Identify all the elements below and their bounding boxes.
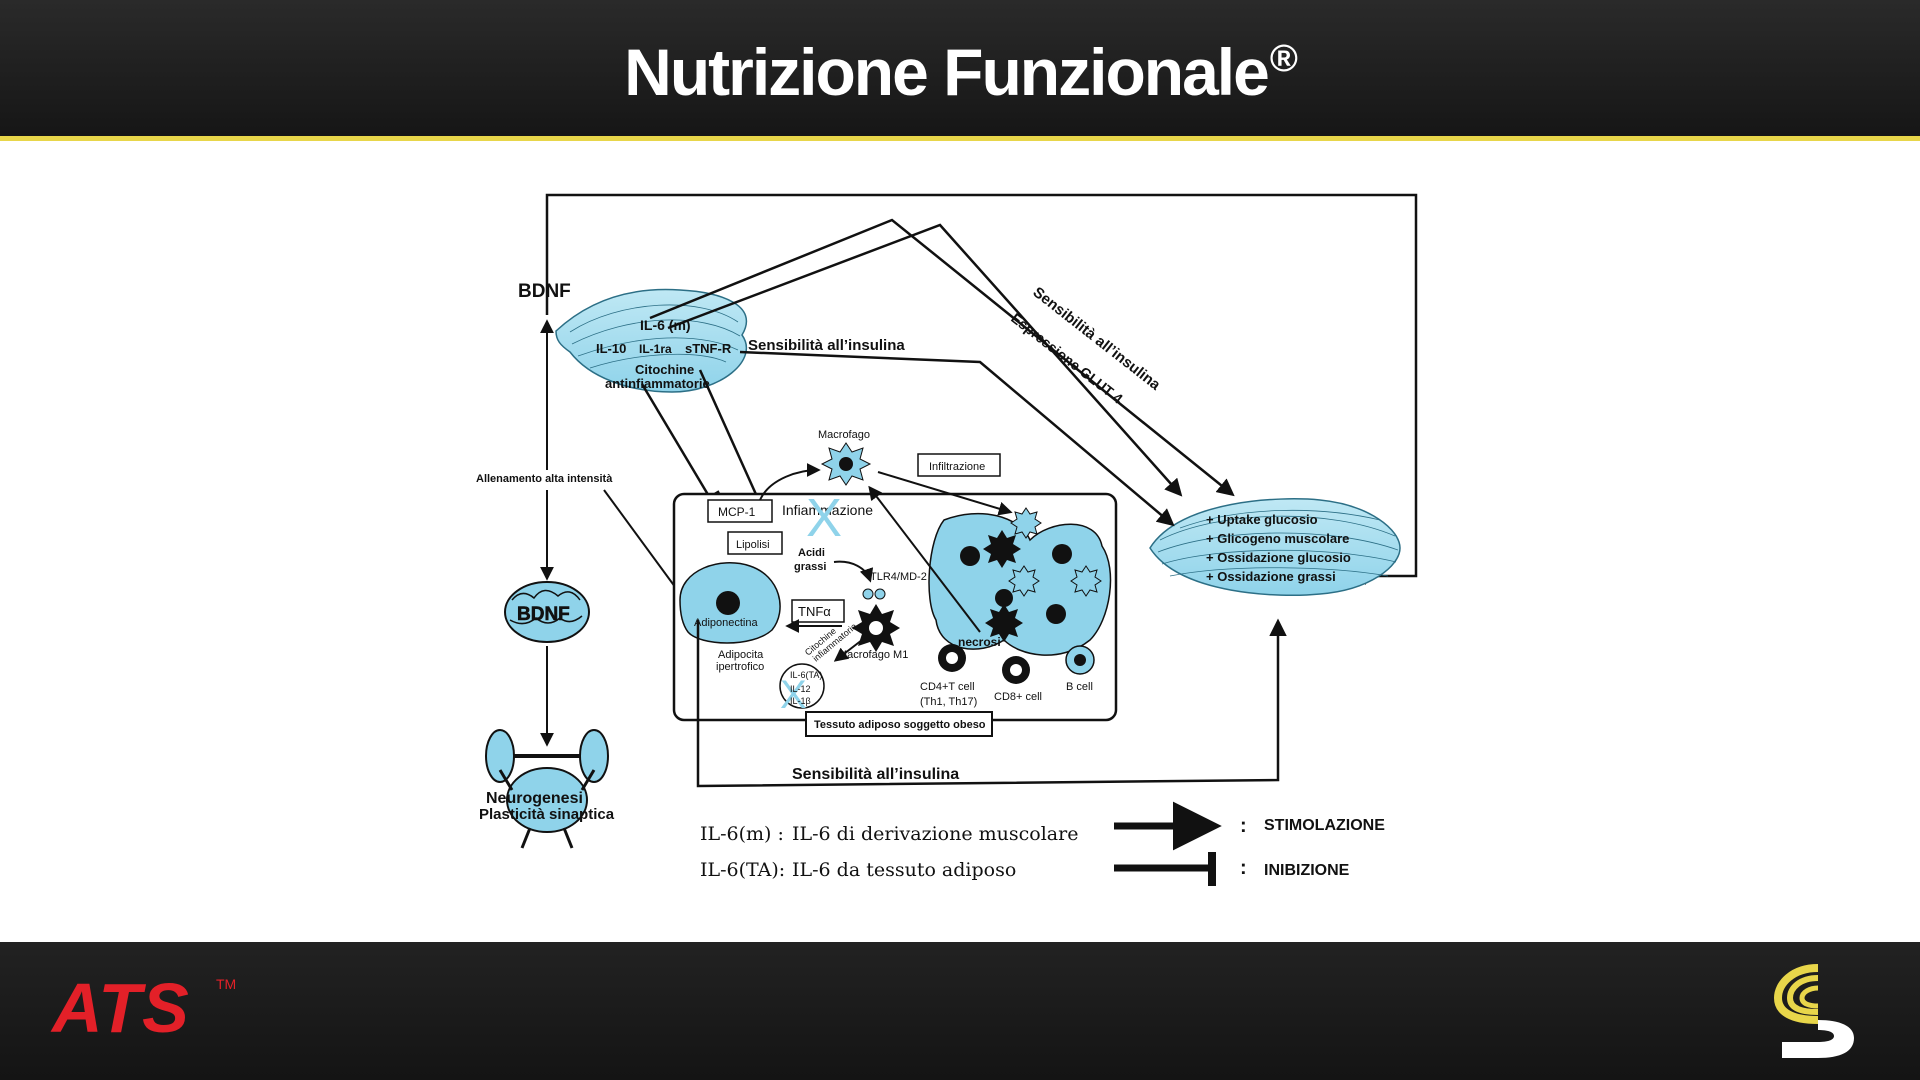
header-bar [0, 0, 1920, 136]
legend-stim-colon: : [1240, 815, 1247, 837]
adipocyte-cluster-shape [928, 507, 1112, 656]
fatty-acids-label-1: Acidi [798, 547, 825, 559]
il6m-label: IL-6 (m) [640, 317, 691, 333]
macrophage-label: Macrofago [818, 429, 870, 441]
il6ta-label: IL-6(TA) [790, 670, 822, 680]
legend-inhibition-label: INIBIZIONE [1264, 862, 1350, 879]
macrophage-m1-icon [852, 588, 900, 652]
ats-brand-logo: ATS [52, 969, 190, 1047]
muscle-effects-shape [1149, 498, 1401, 597]
cd4-label-1: CD4+T cell [920, 681, 975, 693]
bcell-label: B cell [1066, 681, 1093, 693]
infiltration-label: Infiltrazione [929, 461, 985, 473]
synaptic-plasticity-label: Plasticità sinaptica [479, 806, 615, 823]
feedback-loop-line [545, 193, 1418, 585]
cytokines-cross-icon: X [780, 673, 807, 717]
brain-icon [504, 581, 590, 643]
effect-glycogen: + Glicogeno muscolare [1206, 531, 1349, 546]
adipocyte-label-1: Adipocita [718, 649, 764, 661]
adipose-box-label: Tessuto adiposo soggetto obeso [814, 719, 986, 731]
legend-il6m-key: IL-6(m) : [700, 823, 784, 845]
effect-glucose-ox: + Ossidazione glucosio [1206, 550, 1351, 565]
tlr4-label: TLR4/MD-2 [870, 571, 927, 583]
macrophage-m1-label: Macrofago M1 [838, 649, 908, 661]
legend-stimulation-label: STIMOLAZIONE [1264, 817, 1385, 834]
bdnf-top-label: BDNF [518, 281, 571, 302]
neurogenesis-label: Neurogenesi [486, 790, 583, 807]
mcp1-label: MCP-1 [718, 505, 756, 519]
adipocyte-label-2: ipertrofico [716, 661, 764, 673]
il10-label: IL-10 [596, 341, 626, 356]
ats-trademark: TM [216, 976, 237, 992]
tnfa-label: TNFα [798, 604, 831, 619]
inflammation-cross-icon: X [806, 488, 842, 548]
effect-fat-ox: + Ossidazione grassi [1206, 569, 1336, 584]
header-accent-line [0, 136, 1920, 141]
weightlifter-brain-icon [485, 729, 609, 849]
page-title: Nutrizione Funzionale® [624, 35, 1298, 109]
cd8-label: CD8+ cell [994, 691, 1042, 703]
registered-mark: ® [1269, 38, 1298, 80]
bdnf-brain-label: BDNF [517, 604, 570, 625]
cytokines-line1: Citochine [635, 362, 694, 377]
insulin-sensitivity-bottom-label: Sensibilità all’insulina [792, 766, 959, 783]
legend-il6m-desc: IL-6 di derivazione muscolare [792, 823, 1078, 845]
cytokines-line2: antinfiammatorie [605, 376, 710, 391]
il12-label: IL-12 [790, 684, 811, 694]
legend-il6ta-desc: IL-6 da tessuto adiposo [792, 859, 1016, 881]
legend-il6ta-key: IL-6(TA): [700, 859, 785, 881]
legend-inib-colon: : [1240, 857, 1247, 879]
stnfr-label: sTNF-R [685, 341, 732, 356]
necrosis-label: necrosi [958, 635, 1001, 649]
insulin-sensitivity-label-1: Sensibilità all’insulina [748, 337, 905, 354]
ats-s-logo-icon [1773, 964, 1854, 1058]
macrophage-star-icon [820, 442, 872, 486]
adiponectin-label: Adiponectina [694, 617, 758, 629]
effect-uptake: + Uptake glucosio [1206, 512, 1318, 527]
inflammation-label: Infiammazione [782, 502, 873, 518]
il1ra-label: IL-1ra [639, 342, 672, 356]
fatty-acids-label-2: grassi [794, 561, 826, 573]
cd4-label-2: (Th1, Th17) [920, 696, 977, 708]
footer-bar [0, 942, 1920, 1080]
training-label: Allenamento alta intensità [476, 473, 613, 485]
lipolysis-label: Lipolisi [736, 539, 770, 551]
il1b-label: IL-1β [790, 696, 811, 706]
